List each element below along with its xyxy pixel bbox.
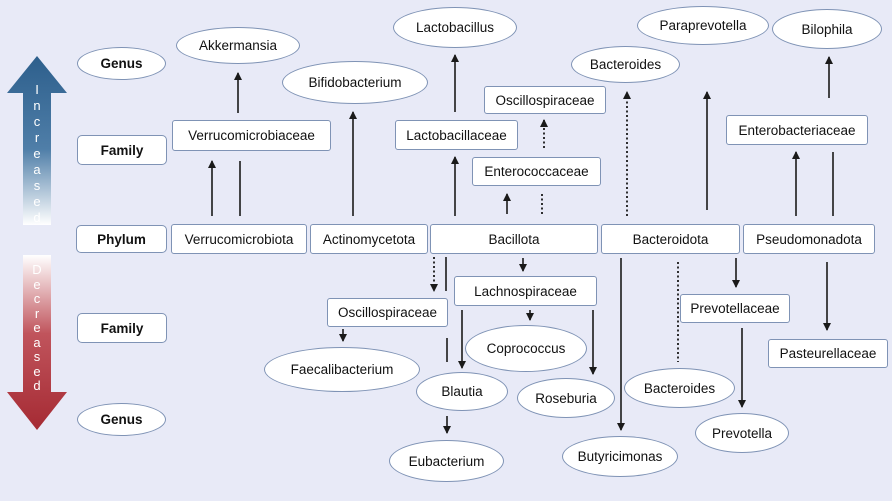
level-family-bottom: Family xyxy=(77,313,167,343)
phylum-bacteroidota: Bacteroidota xyxy=(601,224,740,254)
family-pasteurellaceae: Pasteurellaceae xyxy=(768,339,888,368)
genus-coprococcus: Coprococcus xyxy=(465,325,587,372)
level-phylum: Phylum xyxy=(76,225,167,253)
increased-arrow xyxy=(7,56,67,225)
decreased-label-letter: a xyxy=(33,334,41,350)
level-genus-bottom: Genus xyxy=(77,403,166,436)
genus-bacteroides-decreased: Bacteroides xyxy=(624,368,735,408)
decreased-label-letter: s xyxy=(33,349,41,364)
genus-paraprevotella: Paraprevotella xyxy=(637,6,769,45)
increased-label-letter: c xyxy=(33,114,41,129)
genus-prevotella: Prevotella xyxy=(695,413,789,453)
level-genus-top: Genus xyxy=(77,47,166,80)
family-lactobacillaceae: Lactobacillaceae xyxy=(395,120,518,150)
family-oscillospiraceae-decreased: Oscillospiraceae xyxy=(327,298,448,327)
decreased-label-letter: D xyxy=(32,262,42,277)
phylum-pseudomonadota: Pseudomonadota xyxy=(743,224,875,254)
genus-akkermansia: Akkermansia xyxy=(176,27,300,64)
genus-faecalibacterium: Faecalibacterium xyxy=(264,347,420,392)
increased-label-letter: s xyxy=(33,178,41,193)
decreased-label-letter: d xyxy=(33,378,41,393)
decreased-label-letter: r xyxy=(34,305,40,321)
phylum-actinomycetota: Actinomycetota xyxy=(310,224,428,254)
increased-label-letter: r xyxy=(34,130,40,145)
family-enterococcaceae: Enterococcaceae xyxy=(472,157,601,186)
family-prevotellaceae: Prevotellaceae xyxy=(680,294,790,323)
level-family-top: Family xyxy=(77,135,167,165)
decreased-label-letter: e xyxy=(33,363,41,379)
genus-bilophila: Bilophila xyxy=(772,9,882,49)
decreased-arrow xyxy=(7,255,67,430)
decreased-label-letter: e xyxy=(33,276,41,292)
genus-lactobacillus: Lactobacillus xyxy=(393,7,517,48)
phylum-verrucomicrobiota: Verrucomicrobiota xyxy=(171,224,307,254)
family-enterobacteriaceae: Enterobacteriaceae xyxy=(726,115,868,145)
phylum-bacillota: Bacillota xyxy=(430,224,598,254)
genus-blautia: Blautia xyxy=(416,372,508,411)
increased-label-letter: n xyxy=(33,98,41,113)
family-verrucomicrobiaceae: Verrucomicrobiaceae xyxy=(172,120,331,151)
genus-eubacterium: Eubacterium xyxy=(389,440,504,482)
genus-butyricimonas: Butyricimonas xyxy=(562,436,678,477)
genus-roseburia: Roseburia xyxy=(517,378,615,418)
family-oscillospiraceae-increased: Oscillospiraceae xyxy=(484,86,606,114)
increased-label-letter: e xyxy=(33,146,41,161)
genus-bifidobacterium: Bifidobacterium xyxy=(282,61,428,104)
increased-label-letter: e xyxy=(33,194,41,209)
increased-label-letter: d xyxy=(33,210,41,225)
decreased-label-letter: e xyxy=(33,320,41,335)
increased-label-letter: I xyxy=(35,82,39,97)
family-lachnospiraceae: Lachnospiraceae xyxy=(454,276,597,306)
decreased-label-letter: c xyxy=(33,291,41,306)
genus-bacteroides-increased: Bacteroides xyxy=(571,46,680,83)
increased-label-letter: a xyxy=(33,162,41,177)
